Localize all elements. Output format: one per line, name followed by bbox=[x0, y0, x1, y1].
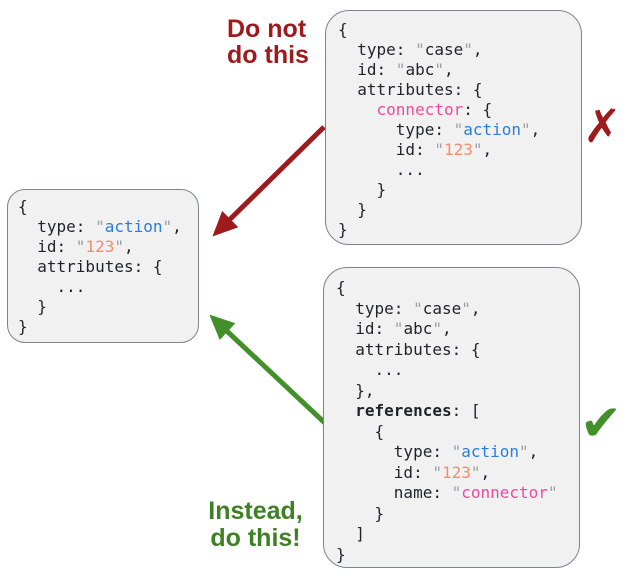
code-line: ] bbox=[336, 524, 365, 543]
code-line: references: [ bbox=[355, 401, 481, 420]
code-line: } bbox=[18, 317, 28, 336]
code-line: id: "123", bbox=[18, 237, 134, 256]
code-line: }, bbox=[336, 380, 375, 400]
code-line: ... bbox=[338, 160, 425, 179]
code-line: } bbox=[338, 200, 367, 219]
code-line: ... bbox=[18, 277, 86, 296]
code-line: type: "case", bbox=[336, 298, 481, 318]
code-line: { bbox=[18, 197, 28, 216]
do-not-label-line1: Do not bbox=[227, 15, 307, 43]
checkmark-icon: ✔ bbox=[580, 394, 622, 452]
instead-label-line1: Instead, bbox=[208, 497, 303, 525]
code-line: id: "123", bbox=[338, 140, 493, 159]
references-array-box: { type: "case", id: "abc", attributes: {… bbox=[323, 267, 580, 568]
code-line: } bbox=[336, 544, 346, 564]
nested-connector-box: { type: "case", id: "abc", attributes: {… bbox=[325, 10, 582, 245]
code-line: type: "case", bbox=[338, 40, 483, 59]
action-object-box: { type: "action", id: "123", attributes:… bbox=[7, 189, 199, 343]
code-line: id: "abc", bbox=[338, 60, 454, 79]
code-line: ... bbox=[336, 360, 404, 379]
instead-label-line2: do this! bbox=[210, 524, 301, 552]
code-line: { bbox=[336, 278, 346, 297]
do-not-label: Do not do this bbox=[227, 16, 309, 68]
code-line: } bbox=[338, 220, 348, 239]
do-not-arrow bbox=[212, 125, 326, 237]
code-line: type: "action", bbox=[338, 120, 541, 139]
code-line: name: "connector" bbox=[336, 483, 558, 502]
code-line: type: "action", bbox=[336, 442, 539, 461]
code-line: id: "123", bbox=[336, 462, 491, 482]
instead-label: Instead, do this! bbox=[193, 498, 318, 552]
code-line: { bbox=[336, 421, 385, 441]
code-line: } bbox=[338, 180, 387, 199]
code-line: attributes: { bbox=[18, 257, 163, 276]
code-line: id: "abc", bbox=[336, 319, 452, 338]
cross-icon: ✗ bbox=[583, 99, 622, 153]
do-not-label-line2: do this bbox=[227, 41, 309, 69]
code-line: } bbox=[336, 503, 385, 523]
code-line: type: "action", bbox=[18, 217, 182, 236]
instead-arrow bbox=[209, 314, 328, 426]
code-line: attributes: { bbox=[336, 339, 481, 359]
code-line: { bbox=[338, 20, 348, 39]
code-line: } bbox=[18, 297, 47, 316]
code-line: connector: { bbox=[376, 100, 493, 119]
code-line: attributes: { bbox=[338, 80, 483, 99]
